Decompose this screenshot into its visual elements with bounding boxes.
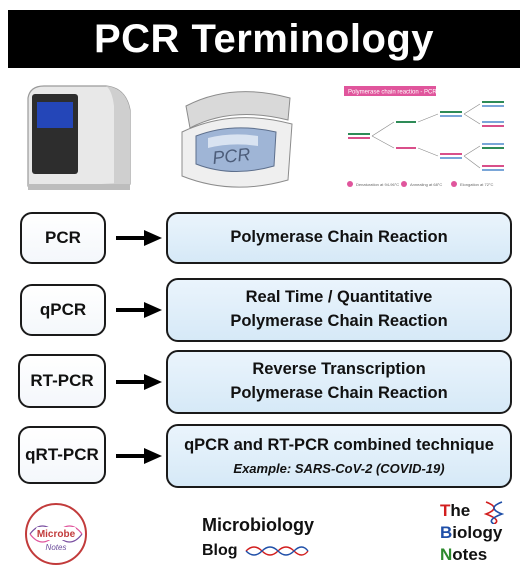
definition-line: Reverse Transcription (252, 360, 426, 379)
definition-line: Polymerase Chain Reaction (230, 384, 448, 402)
blog-line2-wrap: Blog (202, 539, 314, 563)
dna-icon (245, 546, 309, 556)
the-biology-notes-logo: The Biology Notes (440, 500, 502, 566)
microbe-logo-line2: Notes (46, 543, 67, 552)
diagram-step-1: Denaturation at 94-96°C (356, 182, 399, 187)
tbn-the-rest: he (450, 501, 471, 520)
definition-pcr: Polymerase Chain Reaction (166, 212, 512, 264)
tbn-notes-initial: N (440, 545, 453, 565)
tbn-the-initial: T (440, 501, 451, 520)
definition-qrt-pcr: qPCR and RT-PCR combined technique Examp… (166, 424, 512, 488)
arrow-right-icon (116, 302, 162, 318)
diagram-title: Polymerase chain reaction - PCR (348, 90, 437, 96)
term-qrt-pcr: qRT-PCR (18, 426, 106, 484)
arrow-right-icon (116, 448, 162, 464)
tbn-line-notes: Notes (440, 544, 502, 566)
definition-line: Real Time / Quantitative (245, 288, 433, 307)
diagram-step-3: Elongation at 72°C (460, 182, 494, 187)
arrow-right-icon (116, 230, 162, 246)
microbe-logo-line1: Microbe (37, 529, 76, 540)
definition-rt-pcr: Reverse Transcription Polymerase Chain R… (166, 350, 512, 414)
pcr-machine-image: PCR (181, 91, 293, 188)
pcr-machine-label: PCR (211, 144, 251, 168)
definition-line: Polymerase Chain Reaction (230, 228, 448, 247)
microbe-notes-logo: Microbe Notes (25, 503, 87, 565)
tbn-line-the: The (440, 500, 502, 522)
definition-qpcr: Real Time / Quantitative Polymerase Chai… (166, 278, 512, 342)
tbn-line-biology: Biology (440, 522, 502, 544)
tbn-biology-rest: iology (452, 523, 503, 543)
definition-line: Polymerase Chain Reaction (230, 312, 448, 330)
definition-example: Example: SARS-CoV-2 (COVID-19) (233, 460, 445, 476)
microbiology-blog-logo: Microbiology Blog (202, 512, 314, 563)
arrow-right-icon (116, 374, 162, 390)
blog-line2: Blog (202, 542, 238, 559)
thermocycler-image (27, 85, 131, 190)
blog-line1: Microbiology (202, 515, 314, 535)
term-pcr: PCR (20, 212, 106, 264)
tbn-biology-initial: B (440, 523, 453, 543)
dna-helix-icon (484, 501, 504, 524)
term-qpcr: qPCR (20, 284, 106, 336)
term-rt-pcr: RT-PCR (18, 354, 106, 408)
diagram-step-2: Annealing at 68°C (410, 182, 442, 187)
tbn-notes-rest: otes (452, 545, 488, 565)
pcr-process-diagram: Polymerase chain reaction - PCR Denatura… (344, 86, 504, 187)
definition-line: qPCR and RT-PCR combined technique (184, 435, 494, 454)
page-title: PCR Terminology (8, 10, 520, 68)
